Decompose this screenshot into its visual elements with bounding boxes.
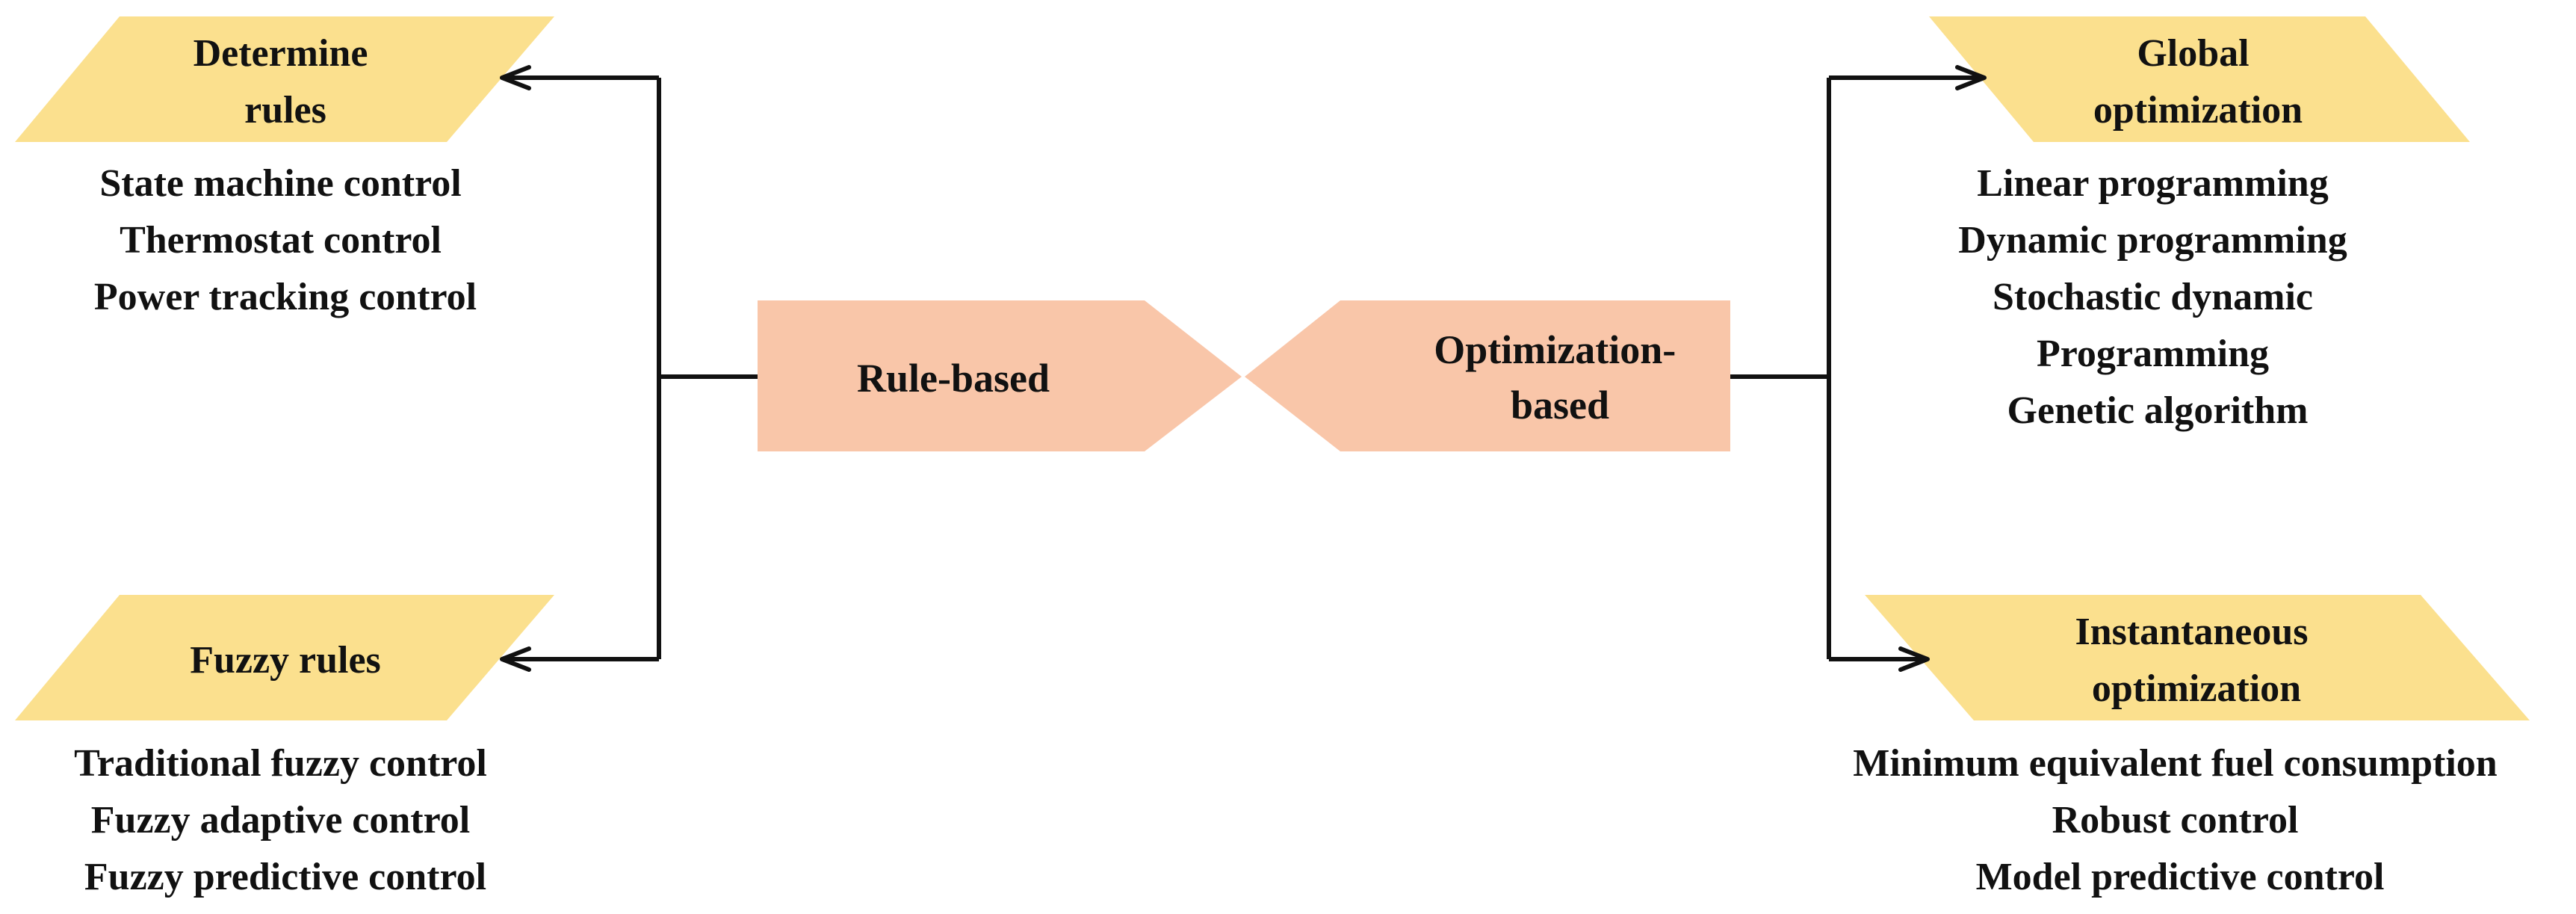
- list-item: Genetic algorithm: [2007, 389, 2309, 432]
- optimization-based-label: Optimization- based: [1434, 327, 1685, 427]
- global-optimization-title: Global optimization: [2093, 32, 2303, 132]
- list-item: Minimum equivalent fuel consumption: [1853, 742, 2497, 785]
- fuzzy-rules-items: Traditional fuzzy control Fuzzy adaptive…: [74, 742, 497, 898]
- instantaneous-optimization-shape: [1865, 595, 2530, 720]
- list-item: Dynamic programming: [1958, 219, 2347, 262]
- list-item: Power tracking control: [94, 276, 477, 318]
- list-item: Stochastic dynamic: [1993, 276, 2313, 318]
- list-item: Linear programming: [1977, 162, 2328, 205]
- global-optimization-items: Linear programming Dynamic programming S…: [1958, 162, 2356, 432]
- list-item: Robust control: [2052, 799, 2299, 842]
- optimization-based-label-line-2: based: [1511, 383, 1609, 427]
- list-item: Model predictive control: [1976, 856, 2385, 898]
- list-item: Fuzzy adaptive control: [91, 799, 470, 842]
- global-optimization-title-line-1: Global: [2137, 32, 2249, 75]
- list-item: Thermostat control: [120, 219, 442, 262]
- instantaneous-optimization-title-line-2: optimization: [2092, 667, 2301, 710]
- global-optimization-title-line-2: optimization: [2093, 89, 2303, 132]
- rule-based-label: Rule-based: [857, 356, 1050, 401]
- determine-rules-title-line-2: rules: [244, 89, 326, 132]
- list-item: Traditional fuzzy control: [74, 742, 487, 785]
- fuzzy-rules-shape: [15, 595, 554, 720]
- list-item: Programming: [2037, 333, 2269, 375]
- fuzzy-rules-title: Fuzzy rules: [190, 639, 381, 682]
- instantaneous-optimization-title: Instantaneous optimization: [2075, 611, 2318, 710]
- determine-rules-shape: [15, 16, 554, 142]
- determine-rules-title-line-1: Determine: [193, 32, 368, 75]
- optimization-based-label-line-1: Optimization-: [1434, 327, 1676, 372]
- determine-rules-title: Determine rules: [193, 32, 378, 132]
- instantaneous-optimization-items: Minimum equivalent fuel consumption Robu…: [1853, 742, 2507, 898]
- instantaneous-optimization-title-line-1: Instantaneous: [2075, 611, 2308, 653]
- global-optimization-shape: [1929, 16, 2470, 142]
- list-item: Fuzzy predictive control: [84, 856, 486, 898]
- list-item: State machine control: [99, 162, 461, 205]
- rule-based-shape: [758, 300, 1242, 451]
- determine-rules-items: State machine control Thermostat control…: [94, 162, 477, 318]
- optimization-based-shape: [1245, 300, 1730, 451]
- fuzzy-rules-title-line-1: Fuzzy rules: [190, 639, 381, 682]
